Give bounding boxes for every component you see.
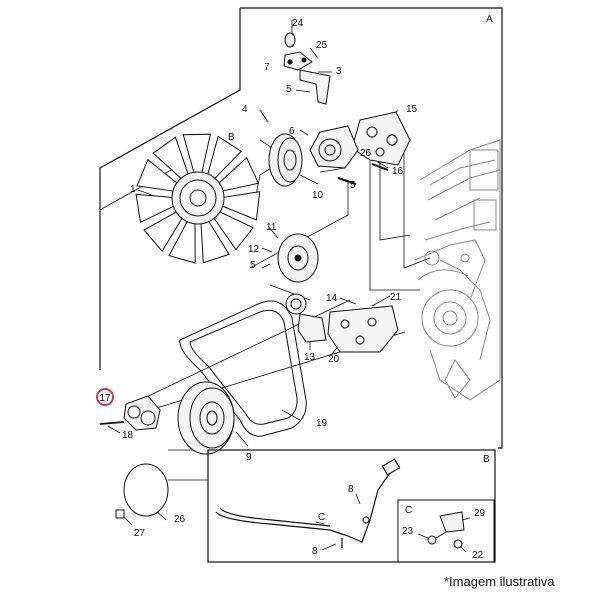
fan-blade	[152, 136, 190, 180]
fan-blade	[200, 220, 230, 264]
fan-blade	[182, 133, 211, 174]
tensioner-assembly-13	[285, 293, 327, 343]
callout-17: 17	[99, 393, 111, 404]
callout-8-low: 8	[312, 546, 318, 557]
fan-blade	[220, 191, 261, 221]
callout-10: 10	[312, 190, 324, 201]
callout-18: 18	[122, 430, 134, 441]
panel-letter-b: B	[483, 454, 490, 465]
callout-3: 3	[336, 66, 342, 77]
crank-pulley-9	[177, 381, 235, 455]
fan-blade	[207, 135, 242, 180]
callout-c-ref: C	[318, 512, 325, 523]
fan-blade	[136, 158, 179, 192]
water-pump-26	[309, 125, 359, 185]
detail-leaders	[315, 493, 471, 553]
fan-blade	[212, 210, 254, 251]
callout-6: 6	[289, 126, 295, 137]
callout-5-low: 5	[250, 260, 256, 271]
illustrative-caption: *Imagem ilustrativa	[444, 574, 555, 589]
callout-23: 23	[402, 526, 414, 537]
highlighted-callout-17: 17	[96, 388, 114, 406]
leader-lines	[99, 20, 431, 526]
callout-labels: 24 25 7 3 5 4 15 6 B 26 16 5 1 10 11 12 …	[122, 18, 486, 561]
panel-letter-c: C	[405, 505, 412, 516]
callout-9: 9	[246, 452, 252, 463]
callout-15: 15	[406, 104, 418, 115]
callout-26-top: 26	[360, 148, 372, 159]
callout-1: 1	[130, 184, 136, 195]
callout-11: 11	[266, 222, 277, 233]
callout-25: 25	[316, 40, 328, 51]
callout-5-mid: 5	[350, 180, 356, 191]
callout-b-ref: B	[228, 132, 235, 143]
pulley-10	[268, 133, 303, 187]
panel-letter-a: A	[486, 14, 493, 25]
callout-29: 29	[474, 508, 486, 519]
fan-blade	[143, 210, 184, 252]
idler-pulley-11	[277, 233, 319, 283]
callout-24: 24	[292, 18, 304, 29]
fan-blade	[168, 220, 196, 264]
callout-7: 7	[264, 62, 270, 73]
callout-20: 20	[328, 354, 340, 365]
sensor-harness-8	[215, 458, 401, 548]
detail-panel-c	[397, 499, 495, 563]
sensor-clip-29	[427, 511, 465, 549]
callout-27: 27	[134, 528, 146, 539]
main-frame	[99, 7, 503, 449]
bracket-20	[327, 305, 399, 353]
callout-12: 12	[248, 244, 260, 255]
callout-5-top: 5	[286, 84, 292, 95]
mounting-bracket-15	[351, 111, 411, 171]
callout-19: 19	[316, 418, 328, 429]
serpentine-belt-19	[179, 300, 307, 437]
callout-14: 14	[326, 293, 338, 304]
top-sensor-bracket	[283, 32, 331, 105]
cover-plate-26	[115, 463, 169, 519]
callout-16: 16	[392, 166, 404, 177]
callout-13: 13	[304, 352, 316, 363]
engine-block	[414, 139, 501, 401]
callout-4: 4	[242, 104, 248, 115]
detail-panel-b	[207, 449, 496, 563]
belt-tensioner-17	[99, 395, 161, 431]
callout-21: 21	[390, 292, 402, 303]
fan-blade	[217, 156, 260, 192]
callout-8-top: 8	[348, 484, 354, 495]
fan-blade	[135, 193, 176, 224]
callout-22: 22	[472, 550, 484, 561]
callout-26-low: 26	[174, 514, 186, 525]
cooling-fan-1	[135, 133, 261, 264]
